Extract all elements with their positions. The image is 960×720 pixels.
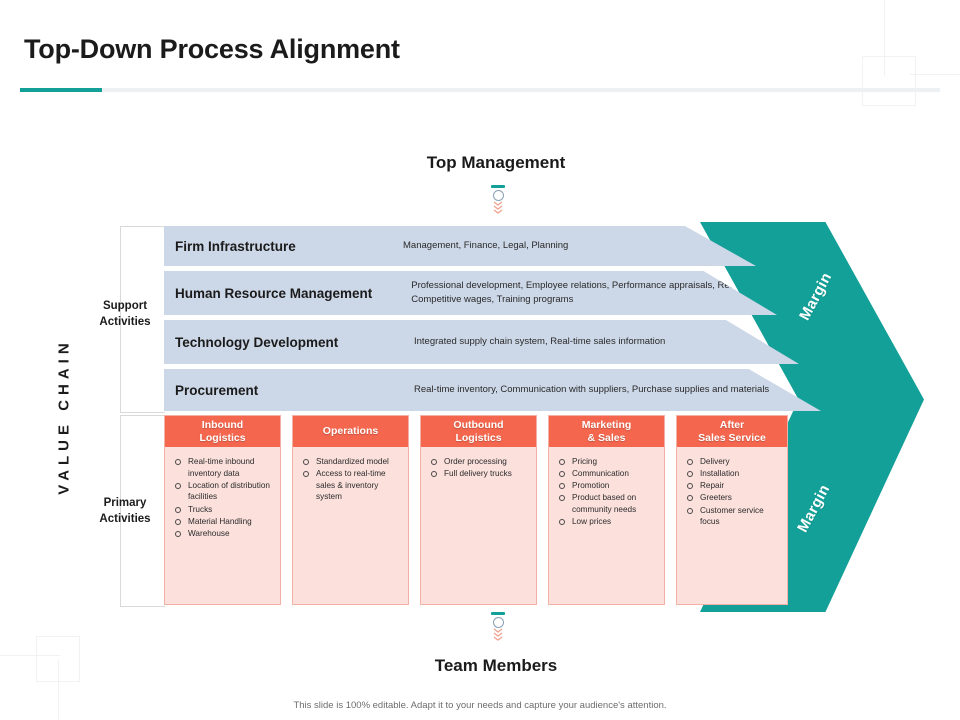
support-row-description: Integrated supply chain system, Real-tim… — [414, 336, 666, 348]
value-chain-label: VALUE CHAIN — [55, 338, 73, 495]
primary-bracket — [120, 415, 165, 607]
list-item: Repair — [683, 480, 782, 492]
list-item: Customer service focus — [683, 505, 782, 528]
bottom-connector — [487, 612, 509, 641]
chevron-down-icon — [493, 201, 503, 206]
support-row-human-resource-management[interactable]: Human Resource Management Professional d… — [164, 271, 777, 315]
support-bracket — [120, 226, 165, 413]
support-row-technology-development[interactable]: Technology Development Integrated supply… — [164, 320, 799, 364]
page-title: Top-Down Process Alignment — [24, 34, 400, 64]
support-row-description: Management, Finance, Legal, Planning — [403, 240, 569, 252]
support-row-title: Firm Infrastructure — [175, 238, 296, 254]
list-item: Access to real-time sales & inventory sy… — [299, 468, 403, 503]
support-row-firm-infrastructure[interactable]: Firm Infrastructure Management, Finance,… — [164, 226, 756, 266]
connector-bar — [491, 612, 505, 615]
list-item: Installation — [683, 468, 782, 480]
support-row-description: Professional development, Employee relat… — [411, 280, 763, 305]
title-rule-accent — [20, 88, 102, 92]
connector-circle-icon — [492, 190, 504, 201]
team-members-caption: Team Members — [434, 656, 558, 675]
list-item: Full delivery trucks — [427, 468, 531, 480]
list-item: Real-time inbound inventory data — [171, 456, 275, 479]
title-rule — [20, 88, 940, 92]
list-item: Pricing — [555, 456, 659, 468]
support-row-title: Human Resource Management — [175, 285, 373, 301]
list-item: Greeters — [683, 492, 782, 504]
chevron-down-icon — [493, 628, 503, 633]
list-item: Promotion — [555, 480, 659, 492]
chevron-down-icon — [493, 632, 503, 637]
support-row-title: Procurement — [175, 382, 259, 398]
list-item: Product based on community needs — [555, 492, 659, 515]
list-item: Order processing — [427, 456, 531, 468]
list-item: Standardized model — [299, 456, 403, 468]
primary-activities-label: Primary Activities — [99, 497, 151, 525]
list-item: Location of distribution facilities — [171, 480, 275, 503]
primary-column-header: Marketing& Sales — [549, 416, 664, 447]
support-row-title: Technology Development — [175, 334, 339, 350]
footer-note: This slide is 100% editable. Adapt it to… — [293, 700, 667, 711]
connector-bar — [491, 185, 505, 188]
list-item: Communication — [555, 468, 659, 480]
decoration-top-right — [850, 0, 960, 110]
support-row-description: Real-time inventory, Communication with … — [414, 384, 770, 396]
chevron-down-icon — [493, 205, 503, 210]
list-item: Trucks — [171, 504, 275, 516]
top-connector — [487, 185, 509, 214]
list-item: Delivery — [683, 456, 782, 468]
chevron-down-icon — [493, 209, 503, 214]
support-activities-label: Support Activities — [99, 300, 151, 328]
list-item: Material Handling — [171, 516, 275, 528]
list-item: Warehouse — [171, 528, 275, 540]
list-item: Low prices — [555, 516, 659, 528]
top-management-caption: Top Management — [426, 153, 566, 172]
chevron-down-icon — [493, 636, 503, 641]
support-row-procurement[interactable]: Procurement Real-time inventory, Communi… — [164, 369, 821, 411]
primary-column-header: Operations — [293, 416, 408, 447]
connector-circle-icon — [492, 617, 504, 628]
